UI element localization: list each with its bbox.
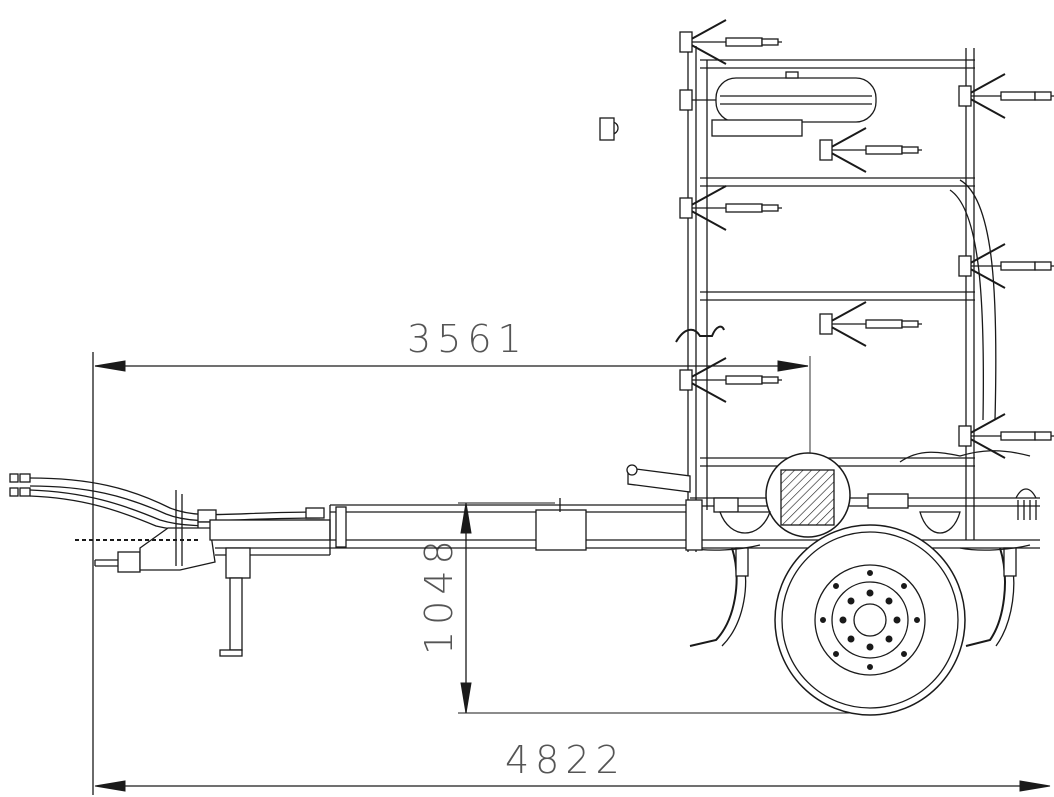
tine-1 — [679, 19, 782, 65]
hydraulic-cylinder — [626, 464, 691, 493]
parking-stand — [219, 547, 251, 657]
frame-brackets — [685, 450, 1037, 551]
side-arm — [599, 117, 803, 141]
tine-9 — [958, 413, 1054, 459]
overall-length-label: 4822 — [505, 738, 626, 782]
wheel — [774, 524, 966, 716]
tine-6 — [819, 301, 922, 347]
spring-tines — [679, 19, 1054, 459]
dimension-overall-length: 4822 — [92, 352, 1051, 795]
tine-4 — [679, 357, 782, 403]
hitch-to-axle-label: 3561 — [407, 317, 528, 361]
tine-3 — [679, 185, 782, 231]
soil-tines — [689, 544, 1031, 647]
wheel-bolts — [820, 570, 920, 670]
tine-5 — [819, 127, 922, 173]
drawbar — [75, 490, 690, 573]
dimension-hitch-to-axle: 3561 — [94, 317, 811, 496]
axle-hub — [765, 452, 851, 538]
small-rotor — [675, 325, 725, 343]
tine-8 — [958, 243, 1054, 289]
tine-2 — [679, 89, 716, 111]
tine-7 — [958, 73, 1054, 119]
frame-height-label: 1048 — [417, 534, 461, 655]
tank — [715, 71, 877, 123]
